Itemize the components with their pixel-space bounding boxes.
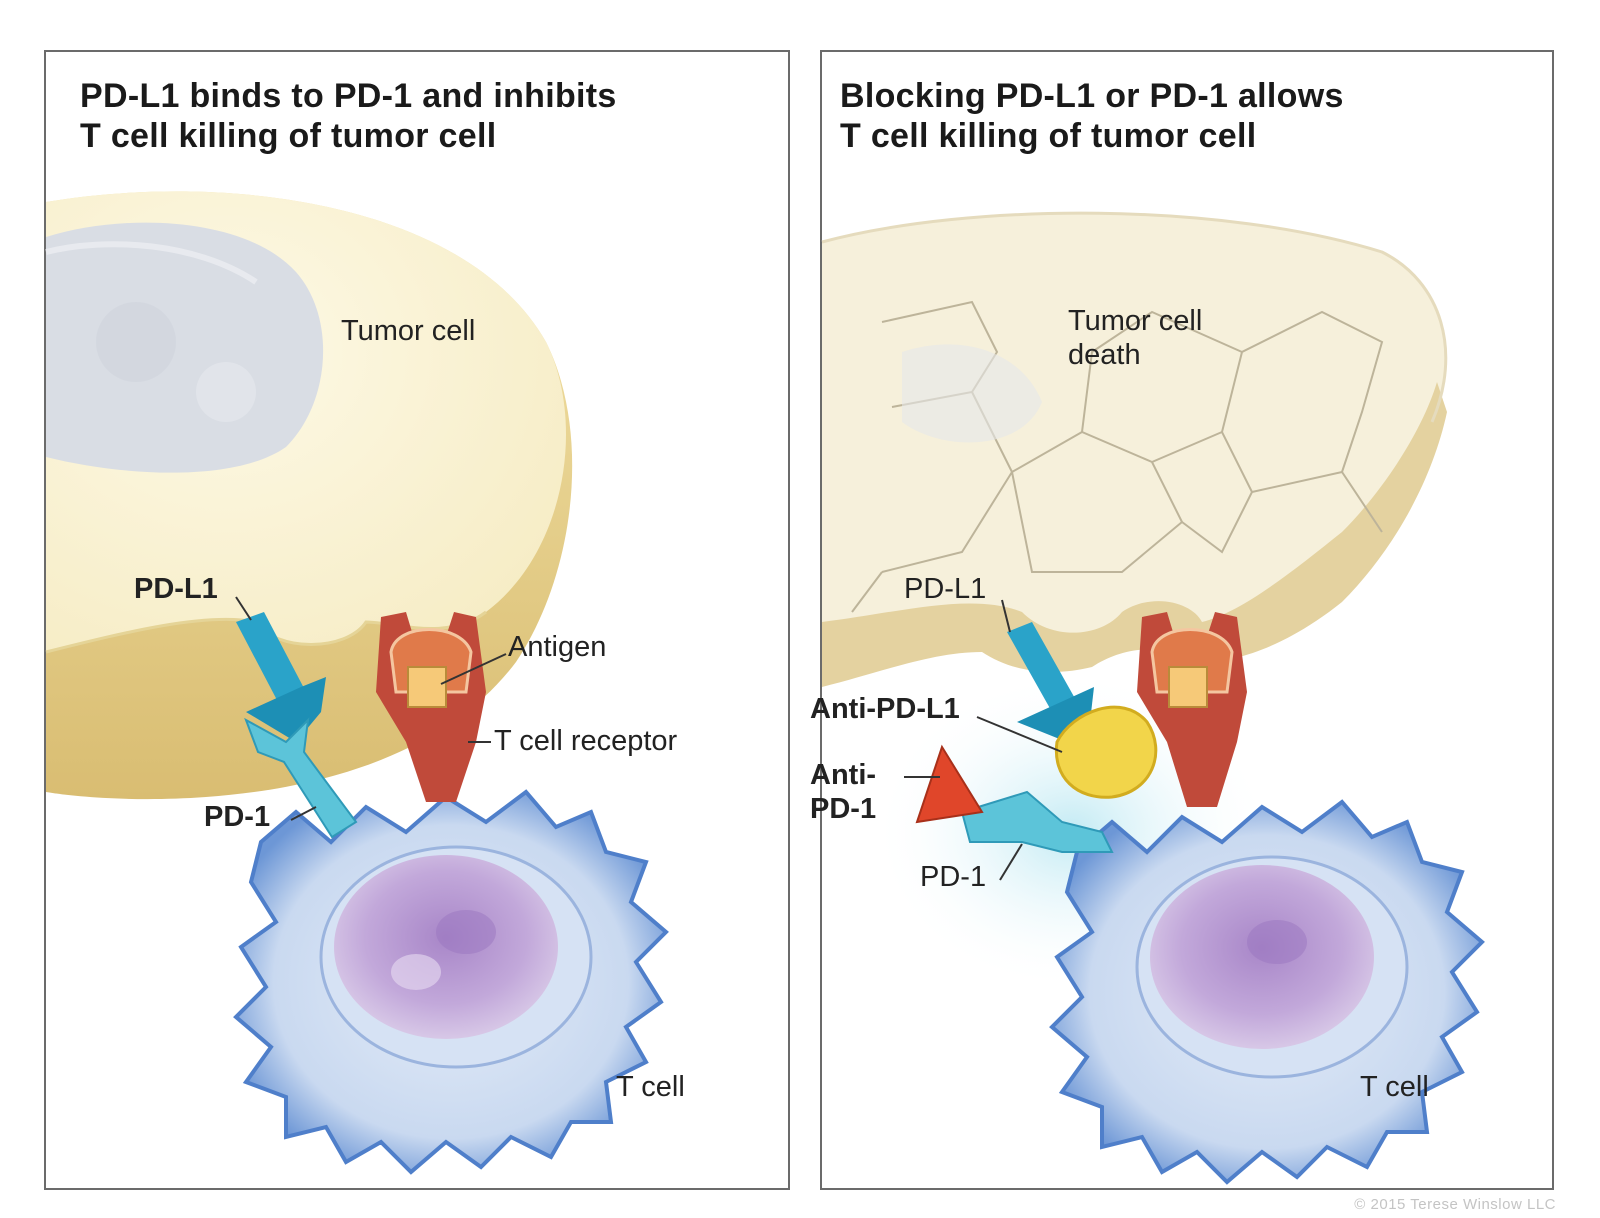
label-pd-1: PD-1 [204,801,271,833]
label-tumor-cell: Tumor cell [341,315,476,347]
right-panel: Blocking PD-L1 or PD-1 allows T cell kil… [810,50,1554,1190]
label-anti-pd-1: Anti- PD-1 [810,759,877,825]
anti-pd-1-antibody [915,744,984,824]
t-cell-receptor [376,612,486,802]
left-panel: PD-L1 binds to PD-1 and inhibits T cell … [44,50,790,1190]
pd-1-molecule [244,717,358,839]
t-cell-receptor [1137,612,1247,807]
tumor-nucleus [45,222,324,473]
label-pd-1: PD-1 [920,861,987,893]
pd-1-molecule [960,790,1114,853]
label-t-cell: T cell [1360,1071,1429,1103]
t-cell [233,789,669,1175]
right-illustration [821,211,1485,1185]
copyright-notice: © 2015 Terese Winslow LLC [1354,1196,1556,1213]
anti-pd-l1-antibody [1054,705,1158,799]
antigen [1168,666,1208,708]
dying-tumor-cell [821,211,1448,687]
t-cell [1049,799,1485,1185]
label-t-cell: T cell [616,1071,685,1103]
right-panel-title: Blocking PD-L1 or PD-1 allows T cell kil… [840,77,1344,155]
leader-lines [904,599,1063,881]
label-antigen: Antigen [508,631,607,663]
label-pd-l1: PD-L1 [904,573,987,605]
leader-lines [235,596,507,821]
label-pd-l1: PD-L1 [134,573,218,605]
left-panel-title: PD-L1 binds to PD-1 and inhibits T cell … [80,77,617,155]
label-anti-pd-l1: Anti-PD-L1 [810,693,960,725]
antigen [407,666,447,708]
left-illustration [45,191,669,1175]
label-tumor-cell-death: Tumor cell death [1068,305,1203,371]
label-t-cell-receptor: T cell receptor [494,725,678,757]
